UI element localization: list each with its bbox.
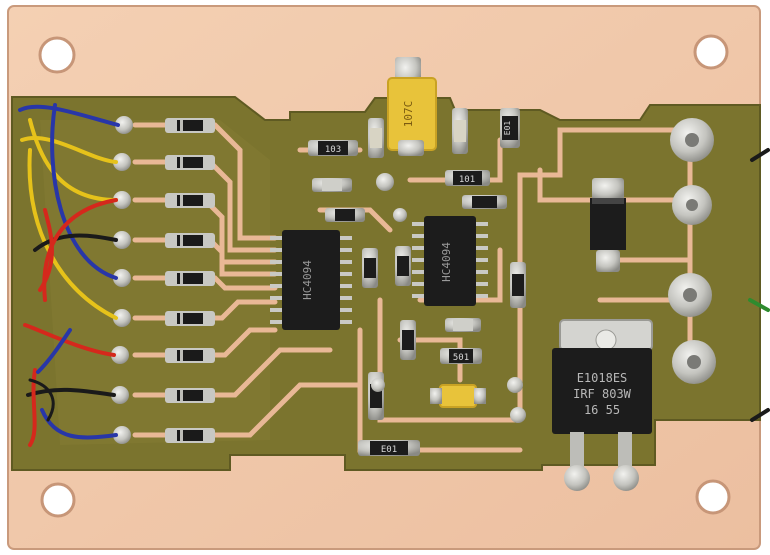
pad-row-3 (113, 191, 131, 209)
pad-row-6 (113, 309, 131, 327)
diode-2 (165, 155, 215, 170)
pad-row-1 (115, 116, 133, 134)
ic-middle-marking: HC4094 (440, 242, 453, 282)
svg-text:E01: E01 (503, 121, 512, 136)
mounting-hole-top-right (693, 34, 729, 70)
resistor-misc-8 (510, 262, 526, 308)
pad-row-4 (113, 231, 131, 249)
diode-6 (165, 311, 215, 326)
resistor-misc-4 (368, 118, 384, 158)
resistor-misc-11 (445, 318, 481, 332)
ic-left-body (282, 230, 340, 330)
diode-1 (165, 118, 215, 133)
tantalum-capacitor-bottom (430, 384, 486, 408)
power-diode (590, 178, 626, 272)
pad-row-7 (111, 346, 129, 364)
diode-5 (165, 271, 215, 286)
input-pads (111, 116, 133, 444)
smd-resistors: 103 101 E01 E01 501 (308, 108, 526, 456)
resistor-103: 103 (308, 140, 358, 156)
resistor-misc-3 (462, 195, 507, 209)
diode-3 (165, 193, 215, 208)
resistor-101: 101 (445, 170, 490, 186)
mosfet-regulator: E1018ES IRF 803W 16 55 (552, 319, 653, 491)
smd-diodes (165, 118, 215, 443)
regulator-marking-line2: IRF 803W (573, 387, 632, 401)
ic-middle: HC4094 (412, 216, 488, 306)
regulator-marking-line3: 16 55 (584, 403, 620, 417)
right-wire-stubs (748, 148, 770, 422)
output-terminals (668, 118, 716, 384)
regulator-marking-line1: E1018ES (577, 371, 628, 385)
resistor-misc-1 (312, 178, 352, 192)
svg-text:501: 501 (453, 353, 469, 363)
resistor-misc-9 (400, 320, 416, 360)
tantalum-capacitor-top: 107C (387, 57, 437, 156)
resistor-misc-2 (325, 208, 365, 222)
pad-row-9 (113, 426, 131, 444)
svg-text:103: 103 (325, 145, 341, 155)
pad-row-8 (111, 386, 129, 404)
ic-left-marking: HC4094 (301, 260, 314, 300)
resistor-501: 501 (440, 348, 482, 364)
ic-left: HC4094 (270, 230, 352, 330)
svg-text:101: 101 (459, 175, 475, 185)
diode-9 (165, 428, 215, 443)
ic-middle-body (424, 216, 476, 306)
resistor-misc-7 (395, 246, 411, 286)
mounting-hole-bottom-left (40, 482, 76, 518)
capacitor-top-marking: 107C (402, 101, 415, 128)
solder-joints (371, 173, 526, 423)
resistor-misc-5 (452, 108, 468, 154)
resistor-e01-bottom: E01 (358, 440, 420, 456)
mounting-holes (38, 34, 731, 518)
resistor-misc-6 (362, 248, 378, 288)
mounting-hole-top-left (38, 36, 76, 74)
diode-8 (165, 388, 215, 403)
pad-row-5 (113, 269, 131, 287)
pad-row-2 (113, 153, 131, 171)
diode-4 (165, 233, 215, 248)
wire-bundle (18, 103, 120, 447)
mounting-hole-bottom-right (695, 479, 731, 515)
resistor-e01-vertical-top: E01 (500, 108, 520, 148)
diode-7 (165, 348, 215, 363)
svg-text:E01: E01 (381, 445, 397, 455)
